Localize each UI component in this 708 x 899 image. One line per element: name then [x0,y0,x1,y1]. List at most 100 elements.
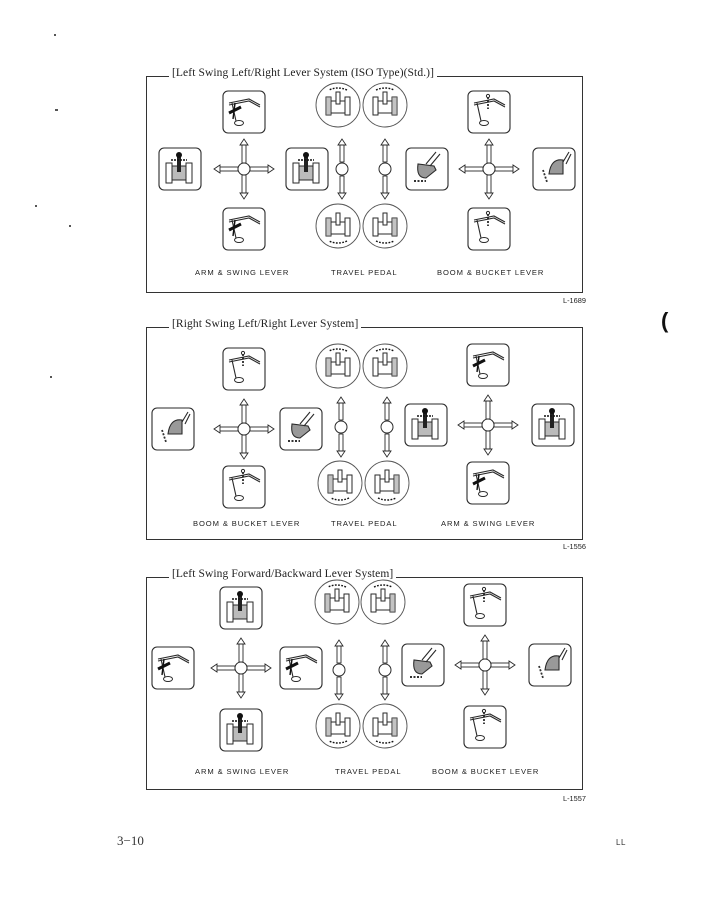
travel-arrow [375,240,395,244]
arrow-mark [476,355,480,373]
lever-cross [457,394,519,456]
control-icon-swing-right [285,147,329,191]
panel-title: [Left Swing Left/Right Lever System (ISO… [169,67,438,79]
boom-stub [423,412,427,428]
lever-shaft [249,426,270,432]
track-right [312,162,320,184]
arrow-head [480,688,490,696]
arm-line [425,151,441,167]
boom-stub [334,588,340,602]
track-shade [392,97,397,115]
boom-line [469,591,502,599]
boom-line [228,357,261,365]
travel-icon-down-left [317,460,363,506]
lever-shaft [249,166,270,172]
arm-line [476,219,482,239]
lever-shaft [459,662,480,668]
boom-line [228,217,261,225]
boom-line [469,715,502,723]
boom-head [549,408,555,414]
track-left [372,357,379,377]
arrow-mark [232,219,236,237]
boom-head [303,152,309,158]
arrow-head [380,138,390,146]
track-shade [394,475,399,493]
bucket-shape [167,419,183,435]
travel-icon-down-left [315,203,361,249]
figure-id: L-1556 [562,542,586,551]
track-shade [325,594,330,612]
lever-shaft [463,166,484,172]
travel-icon-down-right [362,703,408,749]
arrow-head [380,192,390,200]
arrow-head [239,398,249,406]
track-right [343,593,350,613]
travel-arrow [327,584,347,588]
pedal-shaft [382,643,388,664]
bucket-shape [475,613,485,619]
boom-stub [382,212,388,226]
lever-shaft [238,642,244,663]
boom-stub [238,717,242,733]
lever-knob [234,661,248,675]
pedal-shaft [339,142,345,163]
arrow-head [483,448,493,456]
lever-shaft [241,143,247,164]
boom-stub [335,712,341,726]
boom-stub [382,712,388,726]
boom-line [473,215,506,223]
boom-line [472,351,505,359]
soil-mark [538,665,544,679]
arrow-head [239,192,249,200]
arrow-mark [232,102,236,120]
track-right [185,162,193,184]
lever-knob [482,162,496,176]
lever-knob [237,162,251,176]
panel-title: [Left Swing Forward/Backward Lever Syste… [169,568,397,580]
arrow-mark [228,222,242,232]
travel-arrow [328,240,348,244]
boom-stub [384,469,390,483]
edge-mark: ( [661,308,669,333]
travel-icon-up-left [315,343,361,389]
boom-head [422,408,428,414]
scan-speck [69,225,71,227]
track-shade [328,475,333,493]
arrow-head [508,660,516,670]
label-left-lever: ARM & SWING LEVER [195,767,290,776]
pedal-shaft [338,400,344,421]
control-icon-swing-left [404,403,448,447]
track-left [292,162,300,184]
lever-shaft [482,670,488,691]
lever-diagram [158,82,576,251]
figure-id: L-1557 [562,794,586,803]
travel-pedal [378,639,392,701]
lever-shaft [485,430,491,451]
boom-stub [382,91,388,105]
track-right [344,717,351,737]
boom-line [472,469,505,477]
travel-arrow [328,87,348,91]
track-shade [392,218,397,236]
track-left [226,601,234,623]
lever-shaft [218,426,239,432]
arrow-mark [476,473,480,491]
bucket-shape [478,373,488,379]
lever-shaft [486,143,492,164]
boom-stub [335,212,341,226]
boom-stub [335,91,341,105]
arm-line [299,411,315,427]
boom-line [472,471,505,479]
travel-icon-up-right [360,579,406,625]
arrow-head [458,164,466,174]
pedal-knob [335,162,349,176]
arrow-head [236,691,246,699]
lever-shaft [493,422,514,428]
lever-shaft [241,403,247,424]
arrow-mark [157,661,171,671]
track-shade [392,718,397,736]
travel-icon-up-right [362,343,408,389]
soil-mark [161,429,167,443]
control-icon-swing-left [219,586,263,630]
label-right-lever: BOOM & BUCKET LEVER [432,767,540,776]
